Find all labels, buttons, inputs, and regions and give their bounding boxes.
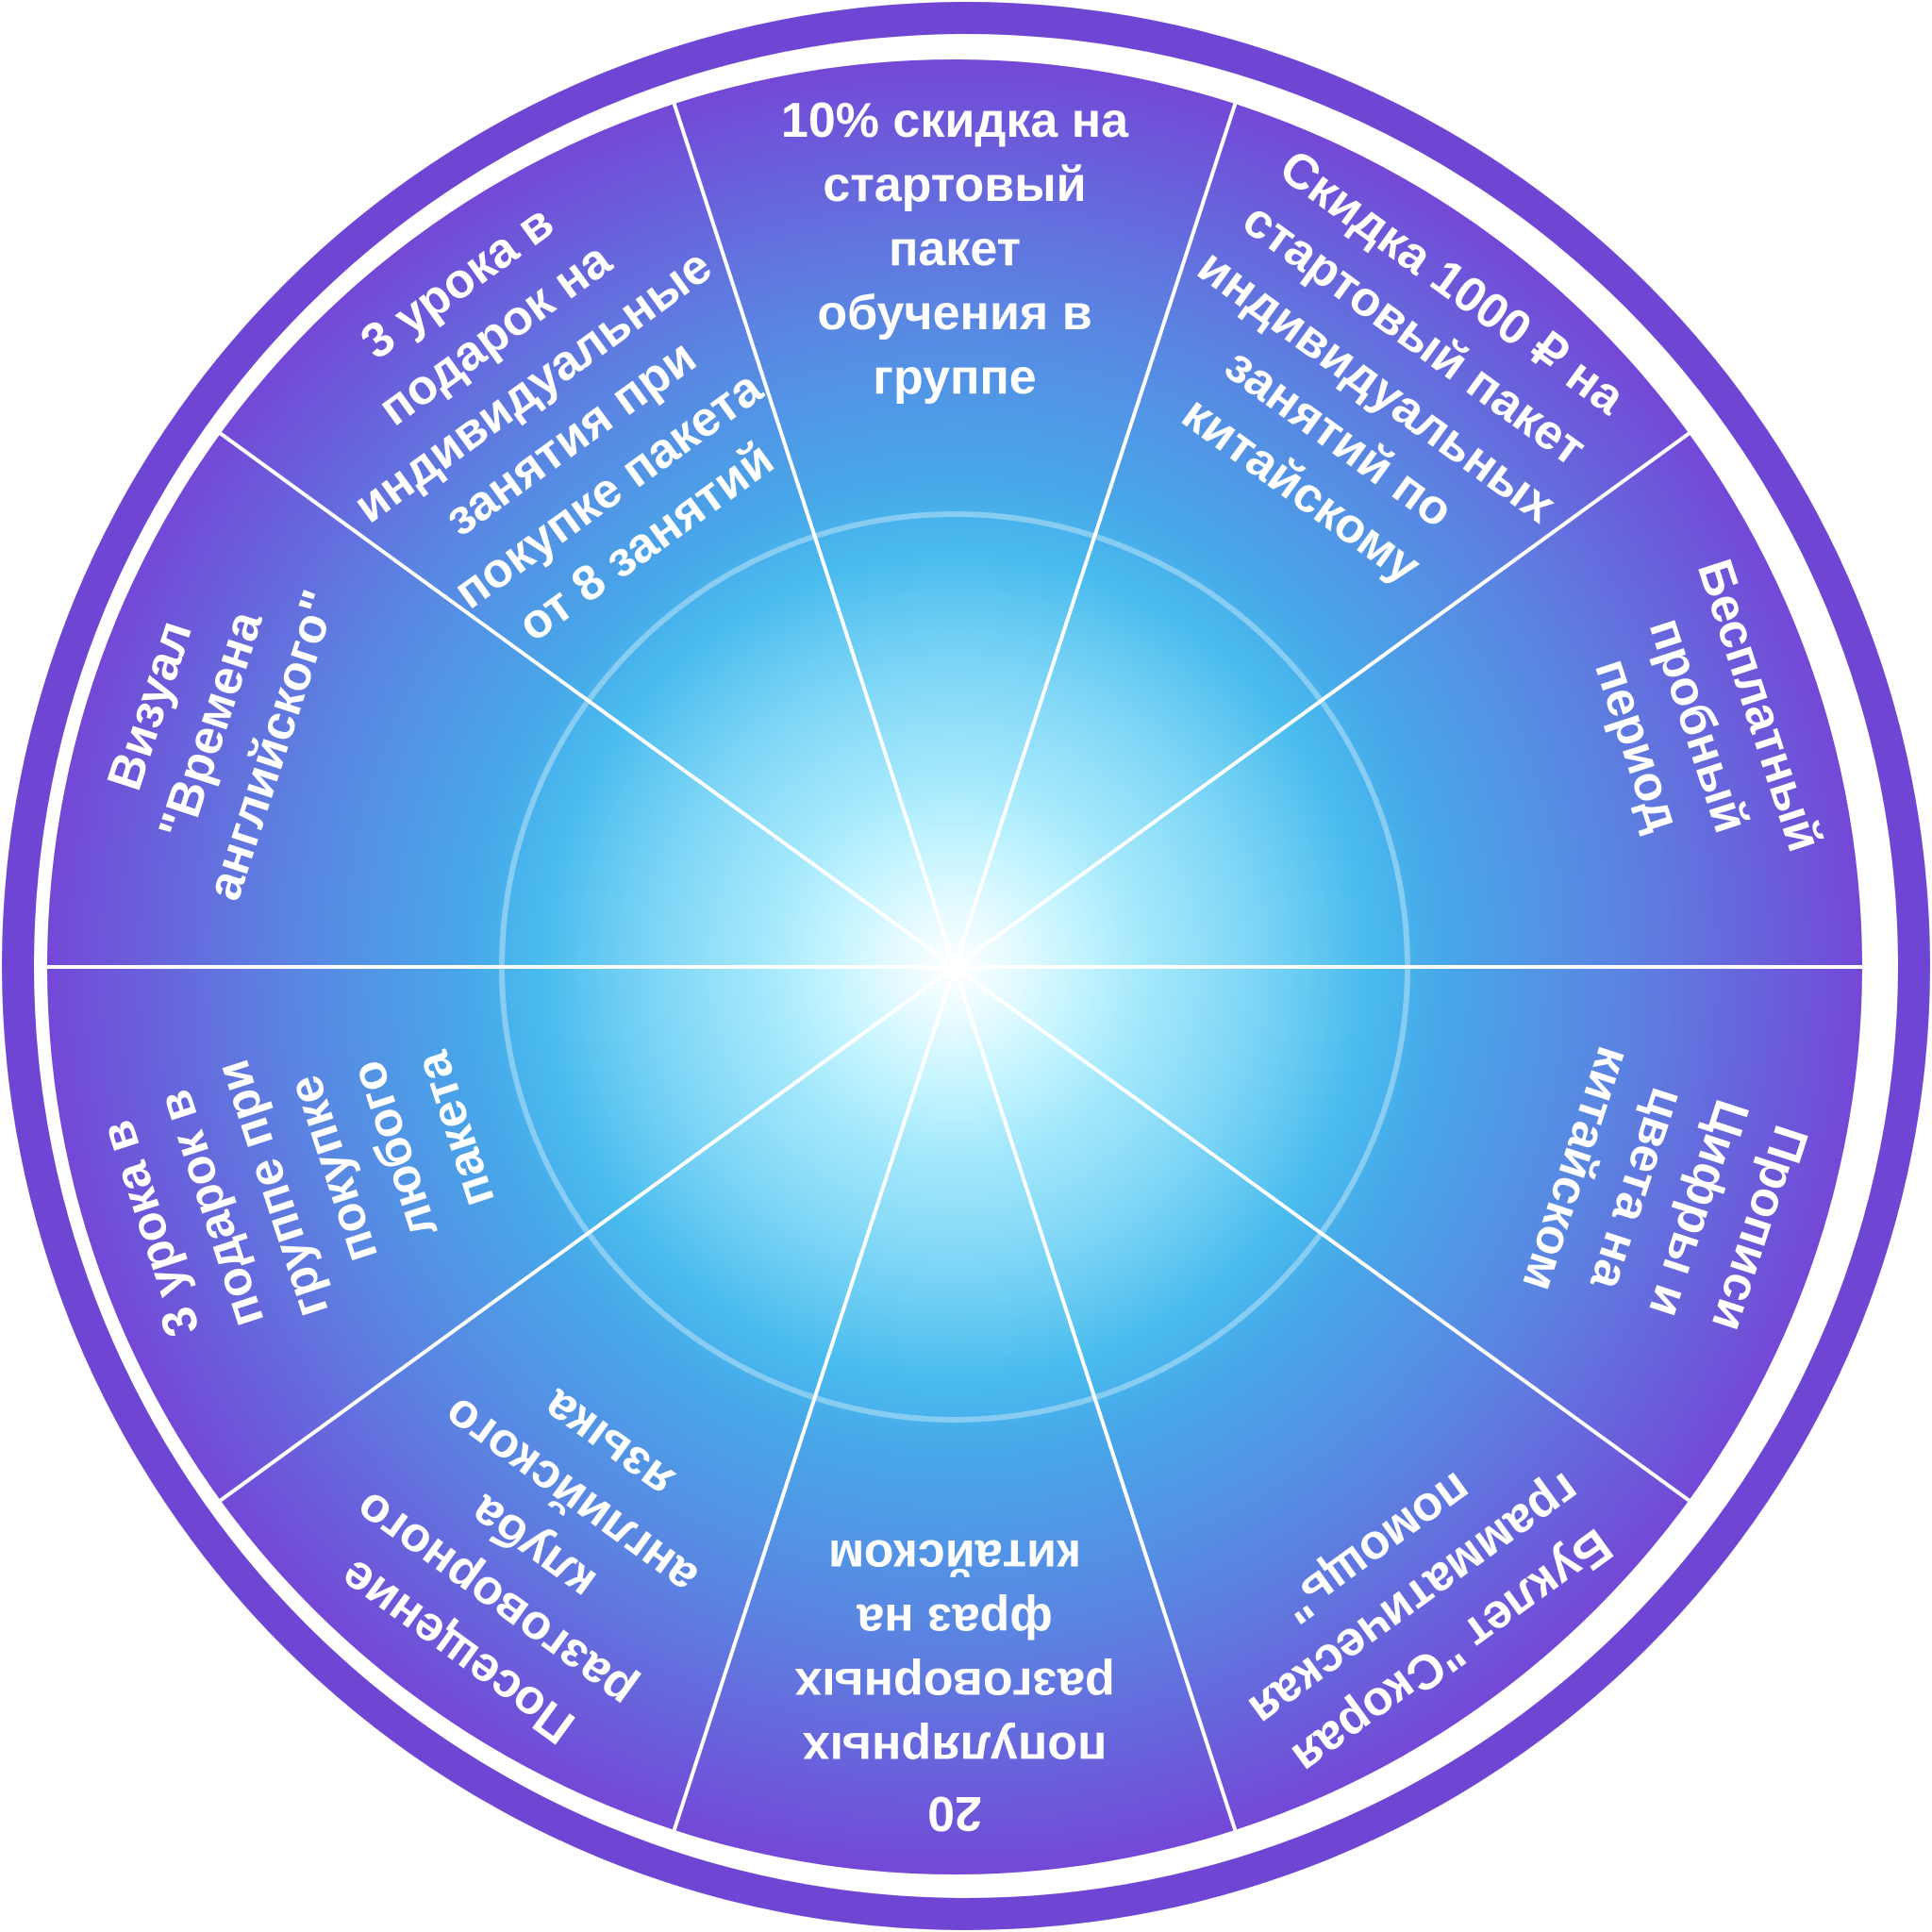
sector-label-line: популярных bbox=[803, 1722, 1108, 1776]
sector-label-line: 10% скидка на bbox=[781, 93, 1129, 148]
sector-divider bbox=[672, 966, 957, 1831]
sector-label-line: фраз на bbox=[856, 1593, 1053, 1648]
sector-label: 20 популярных разговорных фраз на китайском bbox=[794, 1529, 1115, 1840]
sector-10[interactable]: 3 урока вподарок наиндивидуальныезанятия… bbox=[269, 135, 835, 690]
sector-label-line: разговорных bbox=[794, 1657, 1115, 1712]
sector-dividers bbox=[47, 103, 1862, 1831]
sector-divider bbox=[219, 965, 957, 1503]
sector-label-line: китайском bbox=[828, 1529, 1081, 1584]
sector-divider bbox=[953, 103, 1238, 968]
sector-divider bbox=[953, 966, 1238, 1831]
wheel-hub bbox=[941, 954, 968, 980]
sector-label-line: 20 bbox=[927, 1786, 982, 1840]
sector-1[interactable]: 10% скидка на стартовый пакет обучения в гру… bbox=[781, 93, 1129, 405]
sector-divider bbox=[219, 431, 957, 969]
sector-label-line: стартовый bbox=[823, 158, 1086, 212]
sector-divider bbox=[953, 965, 1690, 1503]
sector-label: 10% скидка на стартовый пакет обучения в гру… bbox=[781, 93, 1129, 405]
sector-labels: 10% скидка на стартовый пакет обучения в гру… bbox=[90, 93, 1833, 1840]
sector-label-line: группе bbox=[873, 350, 1036, 405]
sector-6[interactable]: 20 популярных разговорных фраз на китайском bbox=[794, 1529, 1115, 1840]
sector-divider bbox=[672, 103, 957, 968]
sector-label: 3 урока вподарок наиндивидуальныезанятия… bbox=[269, 135, 835, 690]
sector-label-line: обучения в bbox=[817, 286, 1091, 341]
sector-label-line: пакет bbox=[889, 222, 1021, 276]
sector-divider bbox=[953, 431, 1690, 969]
